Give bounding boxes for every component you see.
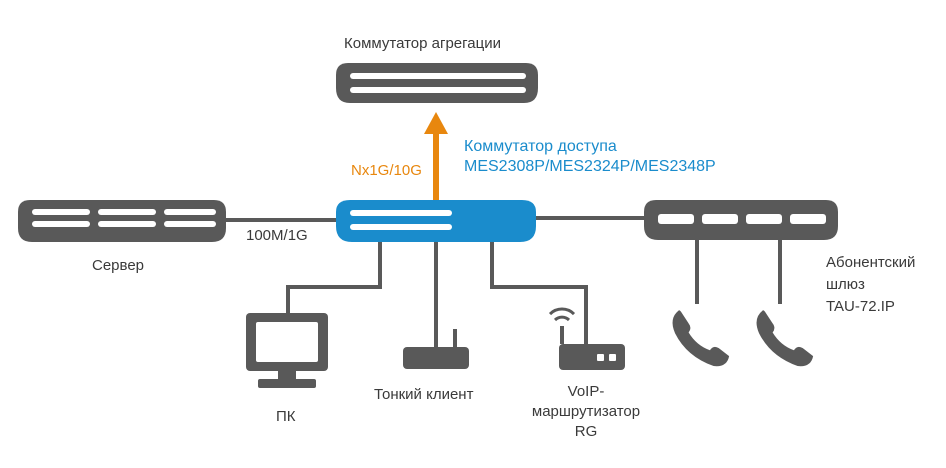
router-link-line <box>490 240 588 345</box>
thin-client-icon <box>403 329 469 369</box>
voip-router-label-line2: маршрутизатор <box>531 403 641 420</box>
aggregation-switch-label: Коммутатор агрегации <box>344 35 501 52</box>
access-switch-models: MES2308P/MES2324P/MES2348P <box>464 158 716 175</box>
phone-icon <box>672 310 730 367</box>
server-link-speed-label: 100M/1G <box>246 227 308 244</box>
thin-client-label: Тонкий клиент <box>374 386 474 403</box>
uplink-arrow <box>424 112 448 200</box>
gateway-icon <box>644 200 838 240</box>
connection-lines <box>226 216 782 348</box>
voip-router-label-line3: RG <box>574 423 598 440</box>
pc-link-line <box>286 240 382 315</box>
access-switch-icon <box>336 200 536 242</box>
access-switch-title: Коммутатор доступа <box>464 138 617 155</box>
uplink-speed-label: Nx1G/10G <box>351 162 422 179</box>
gateway-label-line3: TAU-72.IP <box>826 298 895 315</box>
server-label: Сервер <box>92 257 145 274</box>
voip-router-label-line1: VoIP- <box>567 383 605 400</box>
aggregation-switch-icon <box>336 63 538 103</box>
server-icon <box>18 200 226 242</box>
monitor-icon <box>246 313 328 388</box>
gateway-label-line1: Абонентский <box>826 254 916 271</box>
phone-icon <box>756 310 814 367</box>
pc-label: ПК <box>276 408 296 425</box>
wifi-router-icon <box>548 307 625 370</box>
gateway-label-line2: шлюз <box>826 276 865 293</box>
